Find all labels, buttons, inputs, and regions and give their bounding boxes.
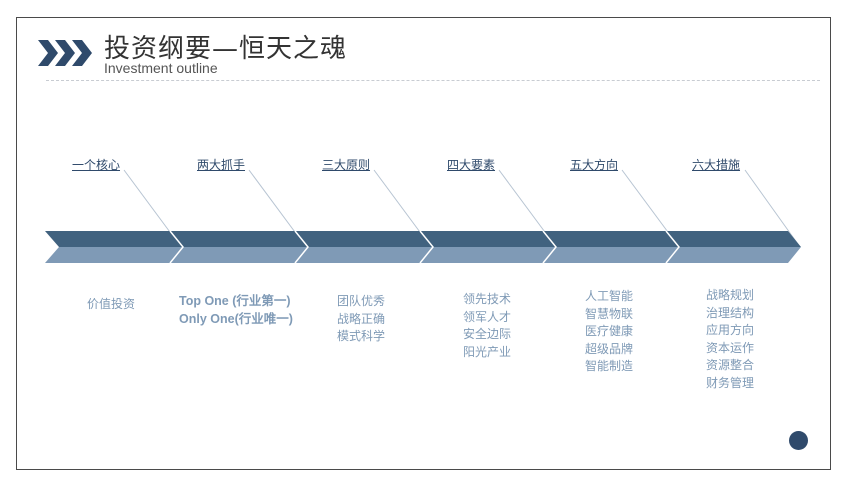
arrow-segment-2 bbox=[170, 231, 308, 263]
stage-item: 资本运作 bbox=[706, 340, 755, 355]
stage-items-4: 领先技术 领军人才 安全边际 阳光产业 bbox=[463, 291, 511, 361]
segment-separators bbox=[169, 230, 680, 264]
stage-item: 阳光产业 bbox=[463, 344, 512, 359]
arrow-segment-3 bbox=[295, 231, 433, 263]
arrow-segments bbox=[45, 231, 801, 263]
stage-item: 人工智能 bbox=[585, 289, 634, 303]
stage-item: 应用方向 bbox=[706, 323, 755, 337]
stage-item: Only One(行业唯一) bbox=[179, 311, 293, 326]
stage-item: 治理结构 bbox=[706, 305, 755, 320]
stage-heading-2: 两大抓手 bbox=[197, 158, 246, 172]
stage-heading-1: 一个核心 bbox=[72, 158, 121, 172]
stage-heading-3: 三大原则 bbox=[322, 158, 371, 172]
stage-heading-6: 六大措施 bbox=[692, 158, 741, 172]
stage-item: 领军人才 bbox=[463, 309, 512, 324]
stage-item: 价值投资 bbox=[87, 297, 136, 311]
page-title: 投资纲要—恒天之魂 bbox=[104, 34, 348, 64]
slide-frame bbox=[16, 17, 831, 470]
stage-item: 模式科学 bbox=[337, 329, 386, 343]
stage-item: 智能制造 bbox=[585, 359, 634, 373]
stage-item: 超级品牌 bbox=[585, 341, 634, 356]
stage-item: 财务管理 bbox=[706, 375, 755, 390]
page-subtitle: Investment outline bbox=[104, 60, 218, 76]
stage-item: 智慧物联 bbox=[585, 306, 634, 321]
arrow-segment-1 bbox=[45, 231, 183, 263]
stage-item: 战略规划 bbox=[706, 288, 755, 302]
leader-line-6 bbox=[744, 169, 801, 248]
stage-item: 安全边际 bbox=[463, 327, 512, 341]
stage-heading-4: 四大要素 bbox=[447, 158, 496, 172]
stage-items-2: Top One (行业第一) Only One(行业唯一) bbox=[179, 293, 293, 328]
decorative-dot bbox=[789, 431, 808, 450]
stage-item: Top One (行业第一) bbox=[179, 294, 291, 308]
stage-item: 医疗健康 bbox=[585, 324, 634, 338]
stage-items-5: 人工智能 智慧物联 医疗健康 超级品牌 智能制造 bbox=[585, 288, 633, 376]
stage-item: 领先技术 bbox=[463, 292, 512, 306]
arrow-segment-5 bbox=[543, 231, 679, 263]
arrow-segment-4 bbox=[420, 231, 556, 263]
stage-item: 资源整合 bbox=[706, 358, 755, 372]
stage-items-3: 团队优秀 战略正确 模式科学 bbox=[337, 293, 385, 346]
stage-items-6: 战略规划 治理结构 应用方向 资本运作 资源整合 财务管理 bbox=[706, 287, 754, 392]
arrow-segment-6 bbox=[666, 231, 801, 263]
triple-chevron-icon bbox=[38, 40, 92, 66]
stage-heading-5: 五大方向 bbox=[570, 158, 619, 172]
header-divider bbox=[46, 80, 820, 81]
stage-items-1: 价值投资 bbox=[87, 296, 135, 314]
stage-item: 团队优秀 bbox=[337, 294, 386, 308]
stage-item: 战略正确 bbox=[337, 311, 386, 326]
